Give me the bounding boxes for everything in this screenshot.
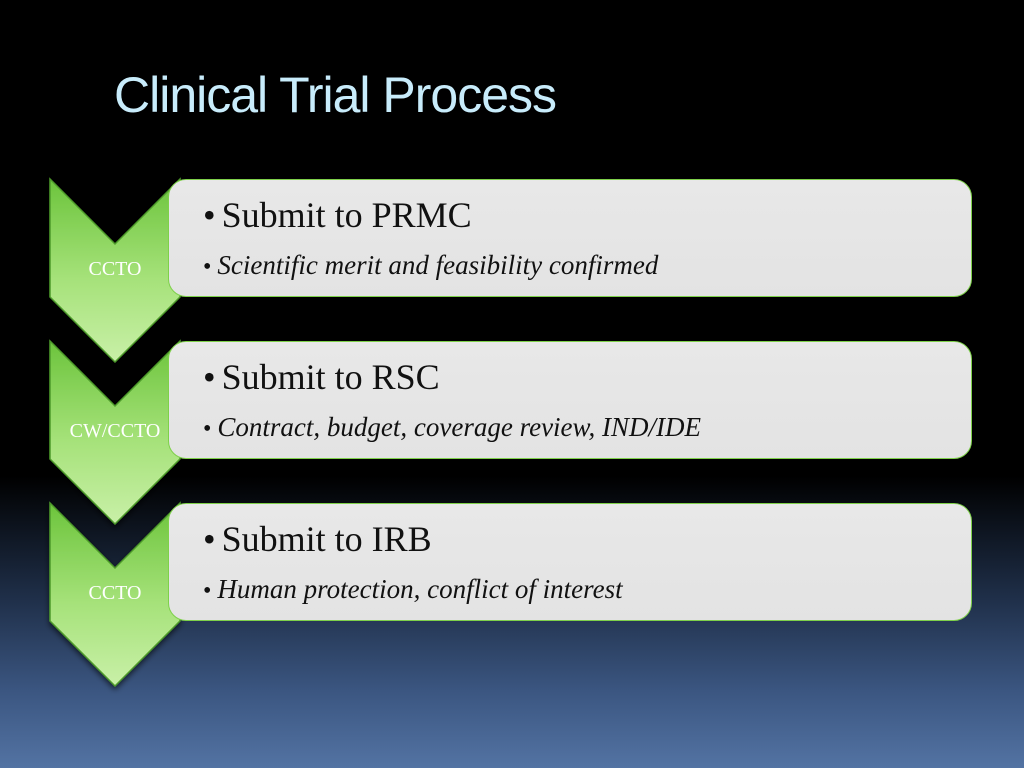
chevron-step-1 xyxy=(49,177,181,364)
bullet-glyph: • xyxy=(203,578,212,604)
step-owner-label-3: CCTO xyxy=(88,582,142,604)
bullet-glyph: • xyxy=(203,357,216,397)
step-owner-label-2: CW/CCTO xyxy=(69,420,161,442)
step-main-text: •Submit to IRB xyxy=(203,519,432,559)
chevron-step-2 xyxy=(49,339,181,526)
step-detail-text: •Human protection, conflict of interest xyxy=(203,574,623,604)
bullet-glyph: • xyxy=(203,254,212,280)
step-owner-label-1: CCTO xyxy=(88,258,142,280)
step-box-1: •Submit to PRMC •Scientific merit and fe… xyxy=(168,179,972,297)
step-box-3: •Submit to IRB •Human protection, confli… xyxy=(168,503,972,621)
chevron-step-3 xyxy=(49,501,181,688)
step-main-text: •Submit to PRMC xyxy=(203,195,472,235)
bullet-glyph: • xyxy=(203,416,212,442)
step-detail-text: •Contract, budget, coverage review, IND/… xyxy=(203,412,702,442)
step-main-text: •Submit to RSC xyxy=(203,357,440,397)
bullet-glyph: • xyxy=(203,195,216,235)
step-detail-text: •Scientific merit and feasibility confir… xyxy=(203,250,659,280)
step-box-2: •Submit to RSC •Contract, budget, covera… xyxy=(168,341,972,459)
slide-title: Clinical Trial Process xyxy=(114,67,557,123)
bullet-glyph: • xyxy=(203,519,216,559)
